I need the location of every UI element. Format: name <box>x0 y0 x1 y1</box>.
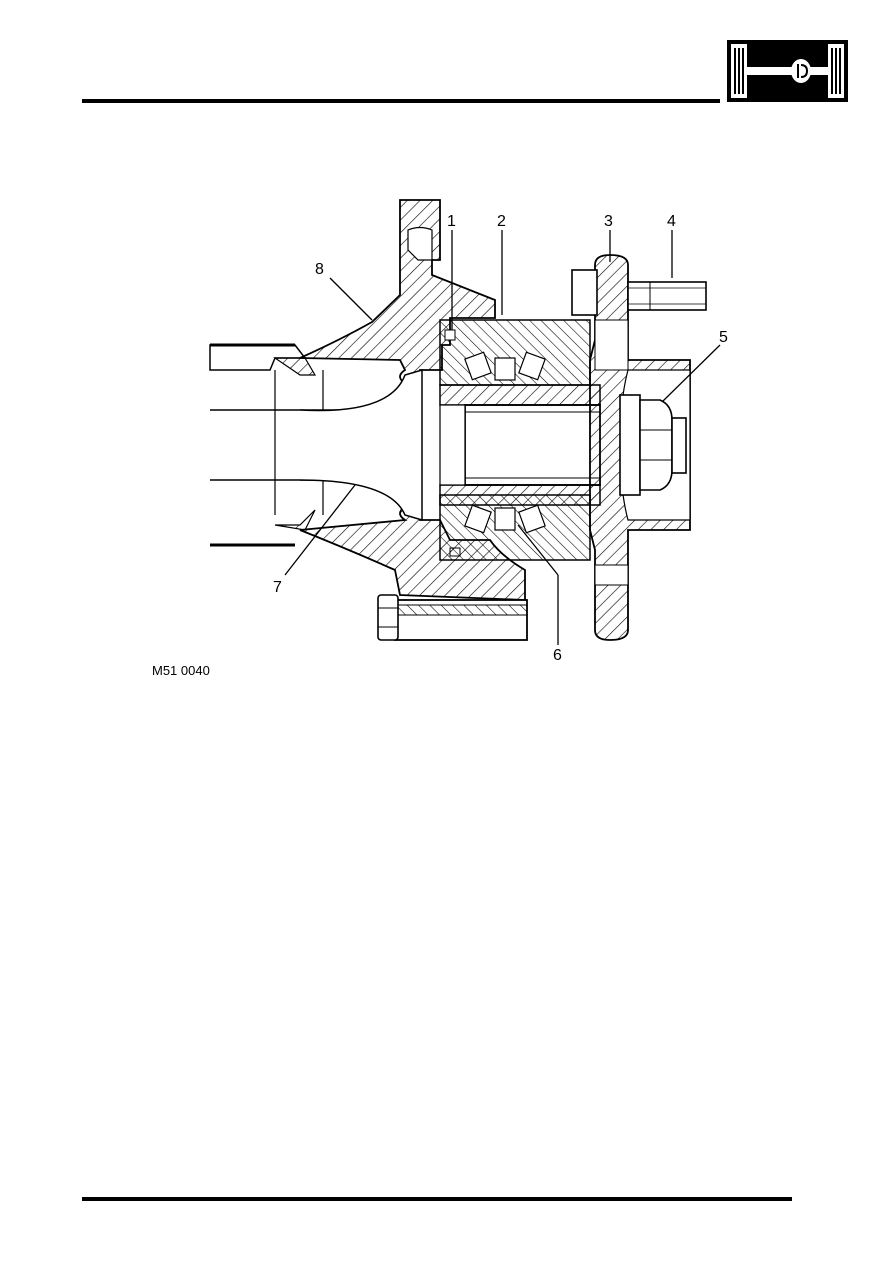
footer-rule <box>82 1197 792 1201</box>
hub-nut <box>619 394 687 496</box>
callout-4: 4 <box>667 213 676 230</box>
header-rule <box>82 99 720 103</box>
stub-shaft <box>439 384 601 506</box>
callout-6: 6 <box>553 647 562 664</box>
stub-axle-housing <box>299 199 528 641</box>
hub-bearings <box>439 319 591 561</box>
axle-casing <box>209 343 400 547</box>
hub-assembly-diagram: 1 2 3 4 5 6 7 8 <box>150 190 750 690</box>
axle-section-icon <box>727 40 848 102</box>
figure-reference: M51 0040 <box>152 663 210 678</box>
callout-8: 8 <box>315 261 324 278</box>
callout-2: 2 <box>497 213 506 230</box>
callout-3: 3 <box>604 213 613 230</box>
callout-1: 1 <box>447 213 456 230</box>
callout-7: 7 <box>273 579 282 596</box>
callout-leaders <box>284 230 721 645</box>
callout-5: 5 <box>719 329 728 346</box>
wheel-stud <box>571 269 707 316</box>
